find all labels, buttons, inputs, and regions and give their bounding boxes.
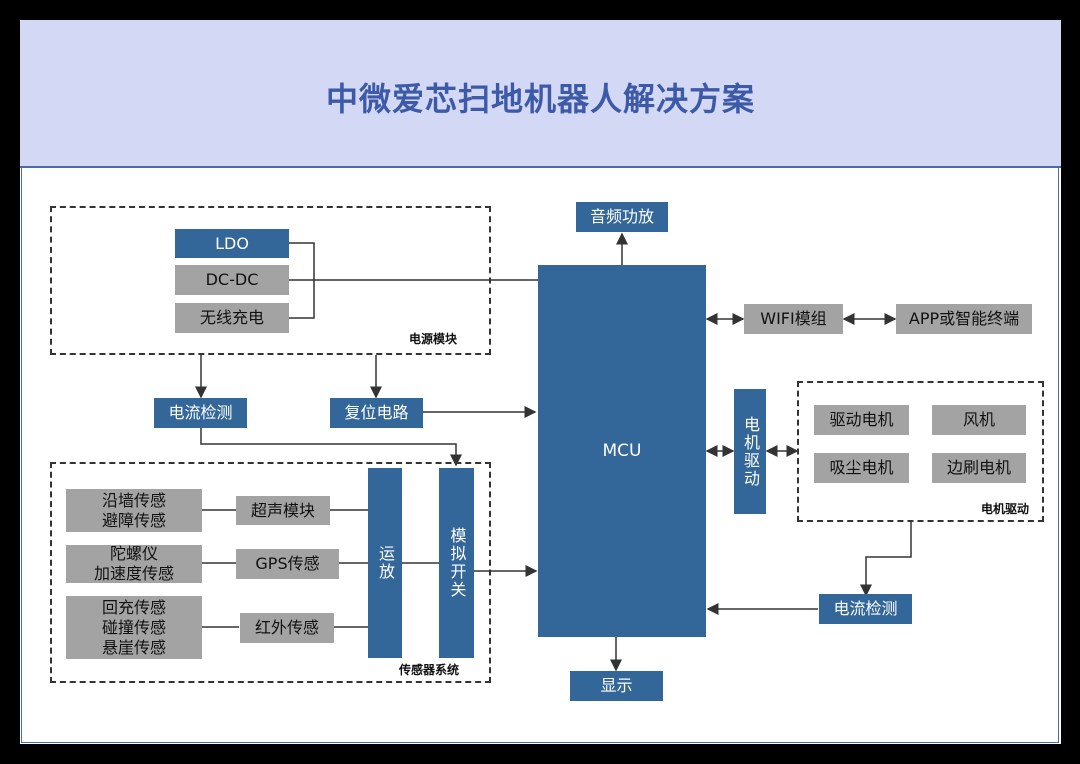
motor-drive-label: 电机驱动 [981,502,1030,516]
current-detect-right-block: 电流检测 [819,594,912,624]
wall-obstacle-sensor-block: 沿墙传感 避障传感 [66,489,202,532]
fan-block: 风机 [932,405,1026,435]
audio-amplifier-block: 音频功放 [576,202,668,232]
power-module-label: 电源模块 [409,332,458,346]
drive-motor-block: 驱动电机 [814,405,909,435]
ultrasonic-module-block: 超声模块 [236,496,330,525]
mcu-block: MCU [538,265,706,637]
opamp-block: 运放 [368,468,402,658]
infrared-sensor-block: 红外传感 [240,613,334,643]
dcdc-block: DC-DC [175,265,289,295]
app-terminal-block: APP或智能终端 [896,304,1032,334]
motor-driver-block: 电机驱动 [734,389,766,514]
title-banner [20,20,1061,168]
sensor-system-label: 传感器系统 [399,663,460,677]
display-block: 显示 [570,671,663,701]
wireless-charging-block: 无线充电 [175,303,289,333]
ldo-block: LDO [175,229,289,258]
wifi-module-block: WIFI模组 [744,304,843,334]
gyro-accel-sensor-block: 陀螺仪 加速度传感 [66,544,202,583]
vacuum-motor-block: 吸尘电机 [814,453,909,483]
diagram-border [21,168,1059,743]
analog-switch-block: 模拟开关 [439,468,474,658]
page-title: 中微爱芯扫地机器人解决方案 [325,80,755,118]
dock-collision-cliff-sensor-block: 回充传感 碰撞传感 悬崖传感 [66,596,202,659]
reset-circuit-block: 复位电路 [330,398,423,428]
gps-sensor-block: GPS传感 [236,549,339,579]
side-brush-motor-block: 边刷电机 [932,453,1026,483]
current-detect-left-block: 电流检测 [154,398,247,428]
